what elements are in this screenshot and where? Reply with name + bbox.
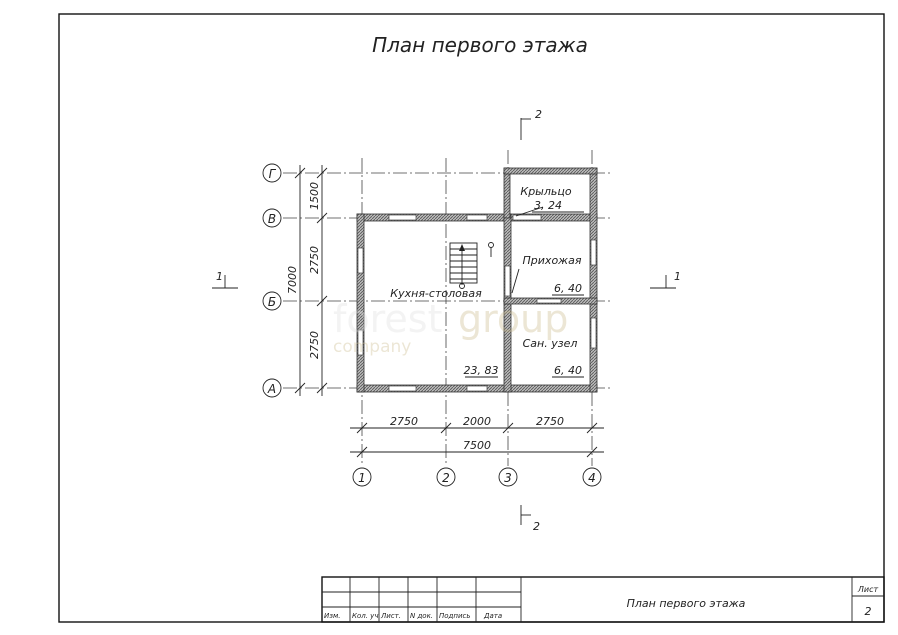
svg-text:В: В (268, 212, 276, 226)
room-bathroom: Сан. узел 6, 40 (523, 337, 584, 378)
section-mark-1-left: 1 (212, 270, 238, 289)
svg-text:План первого этажа: План первого этажа (627, 597, 746, 610)
stairs (449, 242, 494, 289)
svg-text:2000: 2000 (463, 415, 491, 428)
horizontal-dimensions: 2750 2000 2750 7500 (350, 415, 604, 458)
svg-text:Б: Б (268, 295, 276, 309)
svg-text:2: 2 (442, 471, 450, 485)
svg-text:2750: 2750 (308, 331, 321, 359)
svg-text:Дата: Дата (483, 612, 502, 620)
svg-text:3, 24: 3, 24 (534, 199, 562, 212)
watermark-logo: forest group company (333, 297, 568, 357)
section-mark-2-top: 2 (520, 108, 542, 140)
svg-text:3: 3 (504, 471, 512, 485)
svg-text:2: 2 (865, 605, 872, 618)
column-axis-markers: 1 2 3 4 (352, 467, 602, 487)
svg-text:1500: 1500 (308, 182, 321, 210)
svg-text:Лист.: Лист. (380, 612, 401, 620)
svg-text:forest: forest (333, 297, 443, 341)
svg-text:4: 4 (588, 471, 596, 485)
svg-text:2750: 2750 (536, 415, 564, 428)
vertical-dimensions: 1500 2750 2750 7000 (286, 165, 328, 396)
svg-text:7500: 7500 (463, 439, 491, 452)
section-mark-1-right: 1 (650, 270, 681, 289)
svg-text:Сан. узел: Сан. узел (523, 337, 578, 350)
svg-text:2750: 2750 (308, 246, 321, 274)
svg-text:1: 1 (674, 270, 681, 283)
svg-text:1: 1 (358, 471, 366, 485)
room-porch: Крыльцо 3, 24 (515, 185, 584, 217)
svg-text:N док.: N док. (410, 612, 433, 620)
svg-text:2750: 2750 (390, 415, 418, 428)
svg-text:6, 40: 6, 40 (554, 364, 582, 377)
svg-text:23, 83: 23, 83 (464, 364, 499, 377)
svg-text:2: 2 (533, 520, 540, 533)
svg-text:Кол. уч: Кол. уч (352, 612, 378, 620)
room-kitchen-dining: Кухня-столовая 23, 83 (390, 287, 499, 378)
svg-text:А: А (267, 382, 276, 396)
section-mark-2-bottom: 2 (520, 505, 540, 533)
svg-text:Прихожая: Прихожая (523, 254, 582, 267)
title-block: Изм. Кол. уч Лист. N док. Подпись Дата П… (321, 576, 885, 623)
walls (356, 167, 598, 393)
svg-text:7000: 7000 (286, 266, 299, 294)
svg-text:2: 2 (535, 108, 542, 121)
svg-text:Изм.: Изм. (324, 612, 340, 620)
svg-text:company: company (333, 337, 411, 357)
svg-text:Кухня-столовая: Кухня-столовая (390, 287, 482, 300)
svg-text:Крыльцо: Крыльцо (520, 185, 571, 198)
svg-text:Г: Г (269, 167, 277, 181)
svg-text:Лист: Лист (857, 585, 879, 594)
svg-text:1: 1 (216, 270, 223, 283)
room-hallway: Прихожая 6, 40 (511, 254, 584, 296)
row-axis-markers: Г В Б А (262, 163, 282, 398)
svg-text:6, 40: 6, 40 (554, 282, 582, 295)
svg-text:Подпись: Подпись (439, 612, 471, 620)
svg-text:group: group (458, 297, 568, 341)
drawing-title: План первого этажа (372, 33, 588, 57)
